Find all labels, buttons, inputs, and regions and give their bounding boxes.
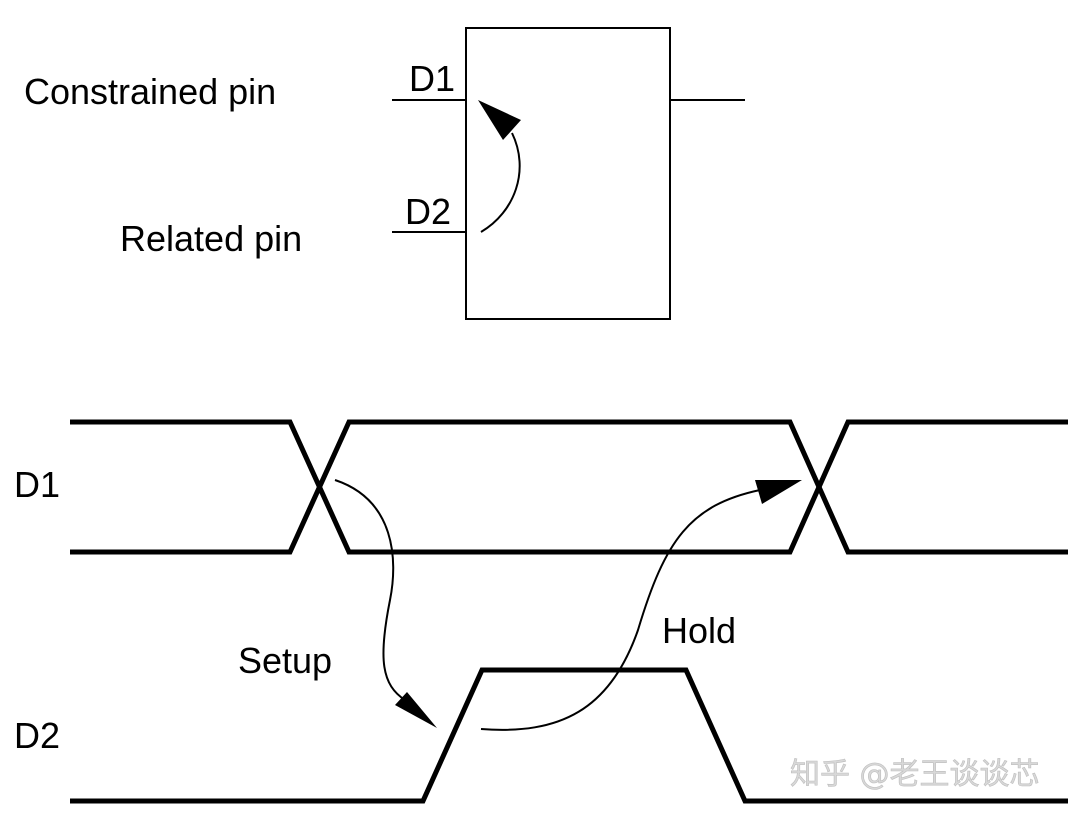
arc-arrow-curve: [480, 132, 521, 233]
setup-label: Setup: [238, 640, 332, 681]
related-pin-label: Related pin: [120, 218, 302, 259]
d1-waveform-lower: [70, 419, 1068, 555]
watermark: 知乎 @老王谈谈芯: [790, 757, 1040, 792]
setup-arrow-curve: [334, 479, 406, 701]
constrained-pin-label: Constrained pin: [24, 71, 276, 112]
signal-d1-label: D1: [14, 464, 60, 505]
d2-waveform: [70, 667, 1068, 804]
arc-arrow-head-icon: [478, 100, 521, 140]
setup-arrow-head-icon: [395, 692, 437, 728]
hold-arrow-curve: [480, 489, 761, 731]
signal-d2-label: D2: [14, 715, 60, 756]
hold-arrow-head-icon: [755, 480, 802, 504]
pin-d1-label: D1: [409, 58, 455, 99]
pin-d2-label: D2: [405, 191, 451, 232]
d1-waveform-upper: [70, 419, 1068, 555]
hold-label: Hold: [662, 610, 736, 651]
cell-block: [465, 27, 671, 320]
